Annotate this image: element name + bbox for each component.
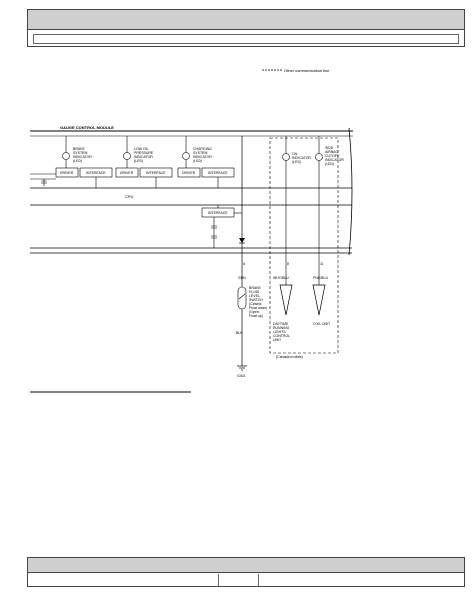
indicator-2-led-icon xyxy=(123,152,131,160)
header-subtitle-bar xyxy=(33,34,459,44)
ground-icon xyxy=(237,365,247,371)
pin-6-number: 6 xyxy=(243,262,245,266)
footer-divider-1 xyxy=(218,574,219,586)
coil-destination-label: COIL UNIT xyxy=(313,322,331,326)
interface-label-3: INTERFACE xyxy=(208,171,228,175)
driver-box-3 xyxy=(177,167,201,178)
brake-fluid-switch-label: BRAKE FLUID LEVEL SWITCH (Closed: Float … xyxy=(249,286,268,318)
ground-label: G401 xyxy=(237,374,246,378)
driver-label-3: DRIVER xyxy=(182,171,196,175)
coil-connector-arrow-icon xyxy=(312,284,326,316)
indicator-3-label: CHARGING SYSTEM INDICATOR (LED) xyxy=(193,147,213,163)
header-title-bar xyxy=(28,10,464,30)
interface-label-4: INTERFACE xyxy=(208,211,228,215)
blk-wire-label: BLK xyxy=(236,331,243,335)
cpu-label: CPU xyxy=(125,194,134,199)
resistor-ladder-1 xyxy=(41,179,47,186)
driver-box-2 xyxy=(115,167,139,178)
canada-models-note: (Canada models) xyxy=(276,355,303,359)
page-footer xyxy=(27,557,465,587)
page-header xyxy=(27,9,465,47)
indicator-3-led-icon xyxy=(182,152,190,160)
drl-destination-label: DAYTIME RUNNING LIGHTS CONTROL UNIT xyxy=(273,322,291,342)
indicator-4-led-icon xyxy=(282,153,290,161)
driver-label-2: DRIVER xyxy=(120,171,134,175)
interface-label-2: INTERFACE xyxy=(146,171,166,175)
switch-contact xyxy=(238,293,246,300)
pin-11-color: PNK/BLU xyxy=(313,276,328,280)
module-right-edge xyxy=(348,127,353,256)
pin-8-color: WHT/BLU xyxy=(273,276,289,280)
driver-label-1: DRIVER xyxy=(60,171,74,175)
indicator-5-led-icon xyxy=(315,153,323,161)
pin-11-number: 11 xyxy=(320,262,324,266)
canada-models-box xyxy=(269,137,339,354)
pin-8-number: 8 xyxy=(287,262,289,266)
indicator-5-label: SIDE AIRBAG CUTOFF INDICATOR (LED) xyxy=(325,146,345,166)
indicator-2-label: LOW OIL PRESSURE INDICATOR (LED) xyxy=(134,147,154,163)
indicator-1-label: BRAKE SYSTEM INDICATOR (LED) xyxy=(73,147,93,163)
resistor-ladder-2 xyxy=(211,217,217,248)
driver-box-1 xyxy=(55,167,79,178)
indicator-1-led-icon xyxy=(62,152,70,160)
indicator-4-label: OIL INDICATOR (LED) xyxy=(292,152,312,164)
drl-connector-arrow-icon xyxy=(279,284,293,316)
interface-label-1: INTERFACE xyxy=(86,171,106,175)
footer-top-bar xyxy=(28,558,464,573)
module-label: GAUGE CONTROL MODULE xyxy=(60,125,114,130)
legend-label: Other communication line xyxy=(284,68,330,73)
brake-fluid-switch-icon xyxy=(237,286,247,310)
footer-divider-2 xyxy=(258,574,259,586)
diode-icon xyxy=(239,238,245,243)
